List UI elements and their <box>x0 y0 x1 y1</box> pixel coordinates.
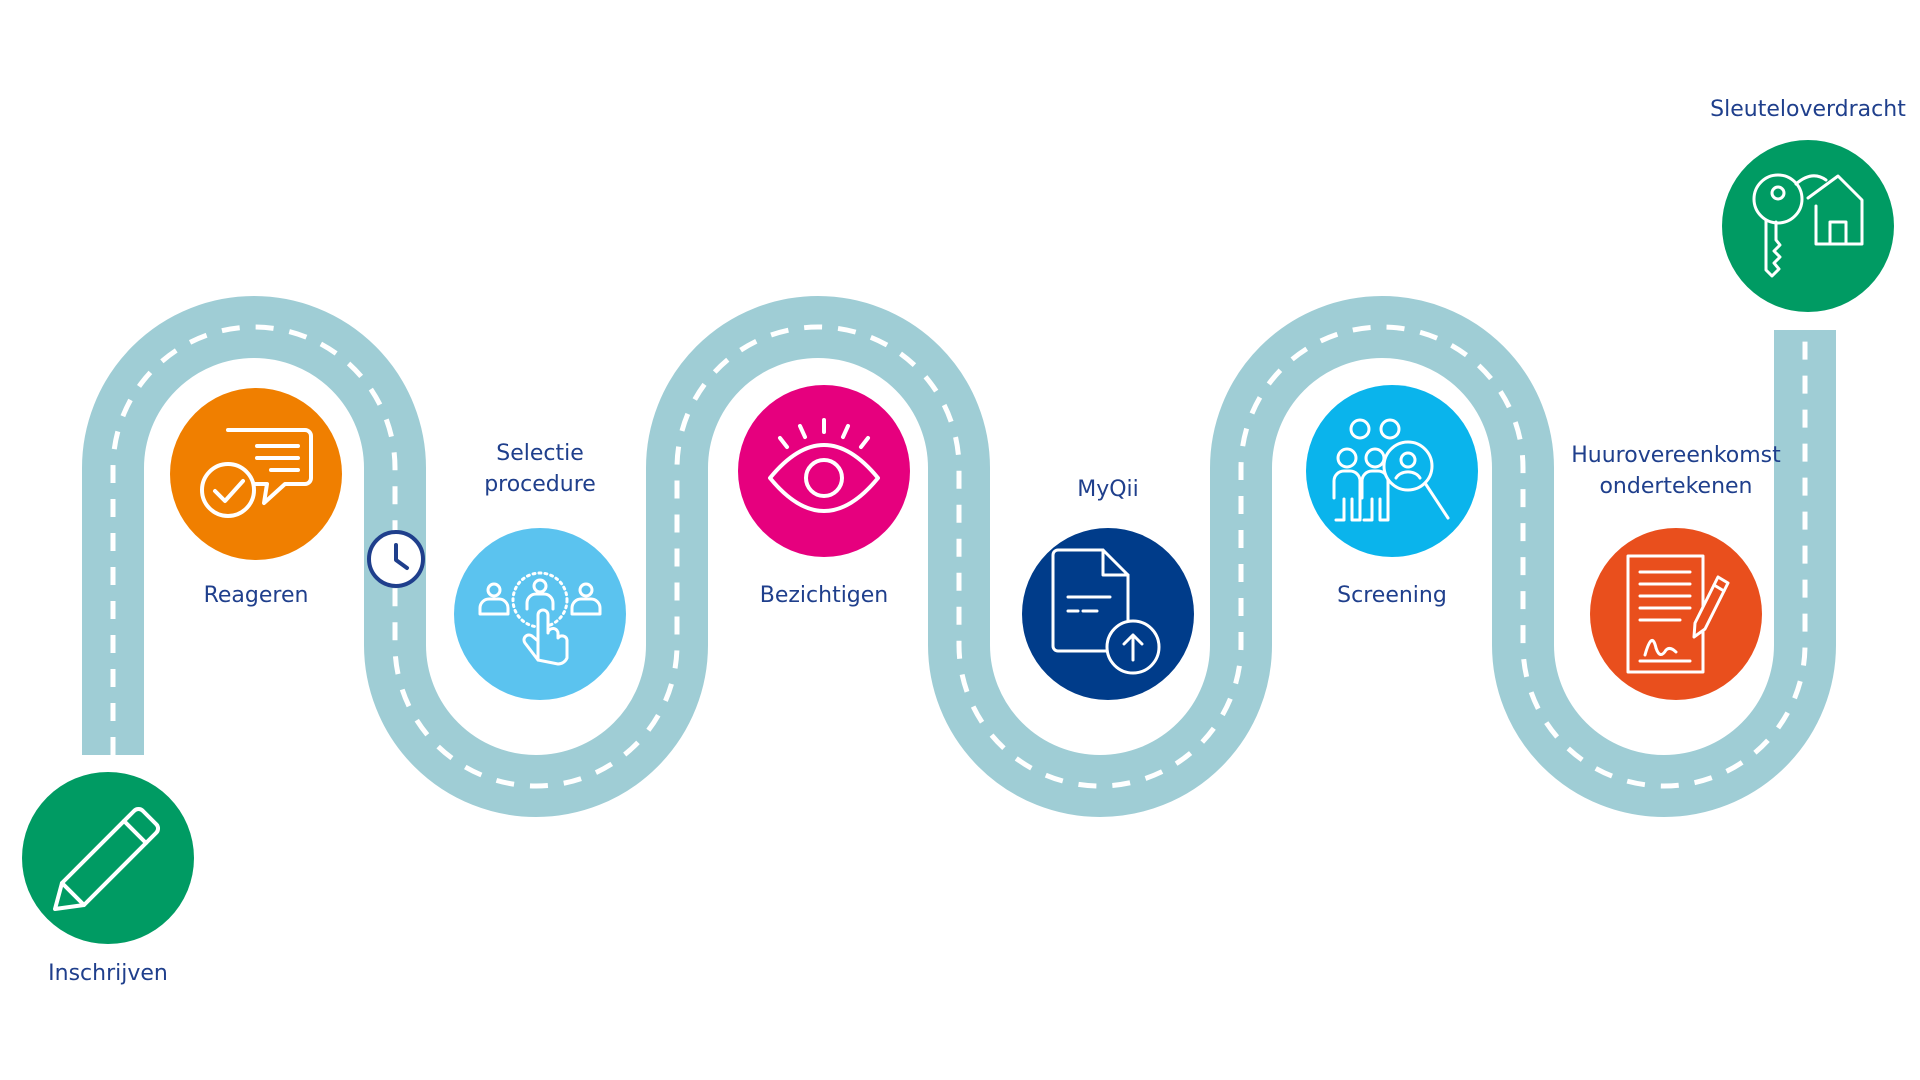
step-bezichtigen <box>738 385 910 557</box>
step-sleuteloverdracht <box>1722 140 1894 312</box>
step-myqii <box>1022 528 1194 700</box>
people-select-icon <box>478 571 602 666</box>
step-circle-inschrijven <box>22 772 194 944</box>
document-upload-icon <box>1051 548 1161 675</box>
step-circle-huurovereenkomst <box>1590 528 1762 700</box>
label-selectie: Selectie procedure <box>484 441 596 497</box>
label-inschrijven: Inschrijven <box>48 961 168 986</box>
road-center-dashes <box>110 324 1808 789</box>
label-huurovereenkomst: Huurovereenkomst ondertekenen <box>1571 443 1781 499</box>
chat-check-icon <box>200 428 313 518</box>
eye-icon <box>768 418 880 513</box>
pencil-icon <box>53 807 160 911</box>
clock-icon <box>367 530 425 588</box>
people-search-icon <box>1332 418 1450 522</box>
step-circle-sleuteloverdracht <box>1722 140 1894 312</box>
step-selectie <box>454 528 626 700</box>
road <box>82 296 1836 817</box>
step-huurovereenkomst <box>1590 528 1762 700</box>
label-reageren: Reageren <box>203 583 309 608</box>
step-reageren <box>170 388 342 560</box>
contract-sign-icon <box>1626 554 1730 674</box>
label-bezichtigen: Bezichtigen <box>759 583 889 608</box>
label-screening: Screening <box>1337 583 1447 608</box>
key-house-icon <box>1752 173 1864 278</box>
step-screening <box>1306 385 1478 557</box>
step-circle-reageren <box>170 388 342 560</box>
label-myqii: MyQii <box>1077 477 1139 502</box>
step-circle-bezichtigen <box>738 385 910 557</box>
step-inschrijven <box>22 772 194 944</box>
label-sleuteloverdracht: Sleuteloverdracht <box>1710 97 1906 122</box>
